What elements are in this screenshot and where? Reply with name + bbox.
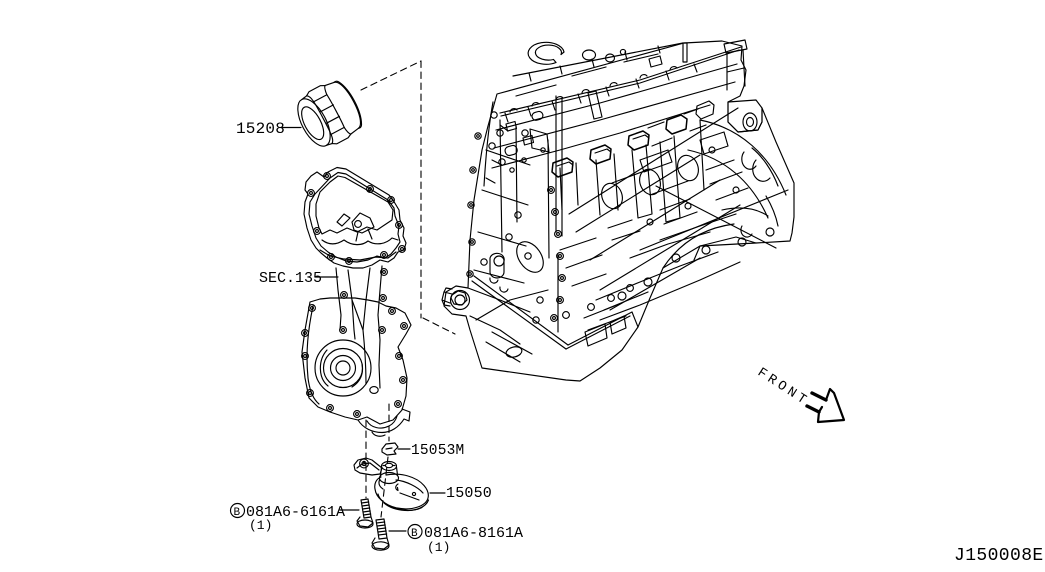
svg-text:081A6-6161A: 081A6-6161A: [246, 504, 345, 521]
svg-text:15208: 15208: [236, 120, 285, 138]
svg-text:J150008E: J150008E: [954, 546, 1044, 566]
svg-text:(1): (1): [249, 518, 272, 533]
svg-text:081A6-8161A: 081A6-8161A: [424, 525, 523, 542]
svg-text:15050: 15050: [446, 485, 492, 502]
svg-text:FRONT: FRONT: [754, 366, 811, 410]
svg-text:B: B: [234, 507, 241, 519]
svg-text:15053M: 15053M: [411, 443, 464, 459]
svg-text:(1): (1): [427, 540, 450, 555]
svg-text:SEC.135: SEC.135: [259, 270, 322, 287]
svg-text:B: B: [411, 528, 418, 540]
